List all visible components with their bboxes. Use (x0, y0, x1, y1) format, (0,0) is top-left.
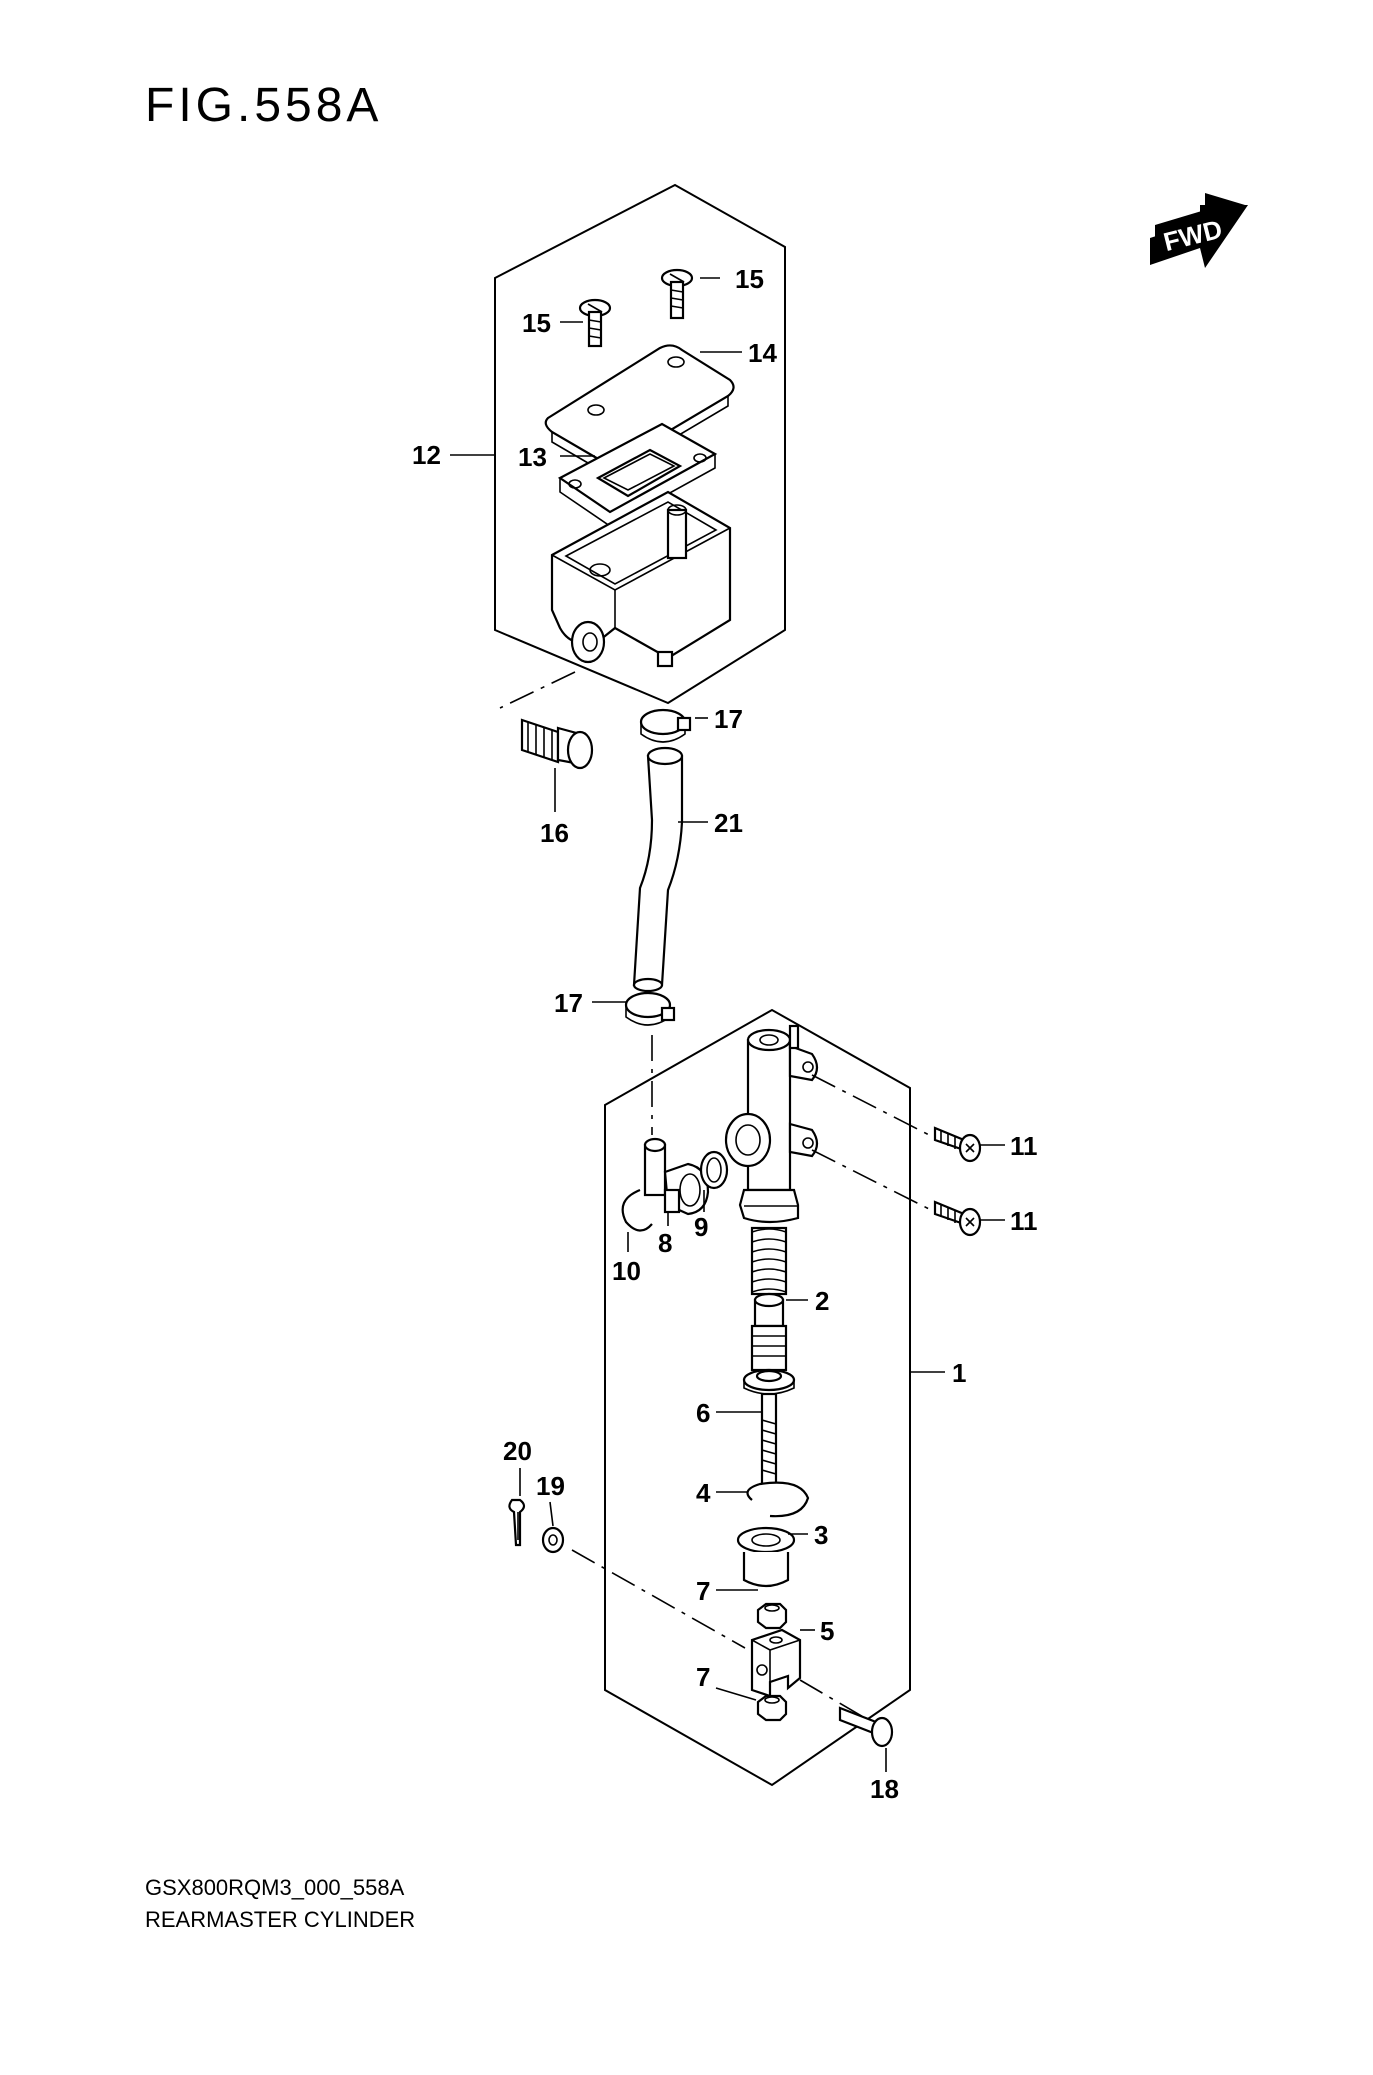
fwd-arrow-icon: FWD (1150, 193, 1248, 268)
callout-3: 3 (814, 1520, 828, 1550)
lock-nut-upper (756, 1602, 788, 1630)
callout-2: 2 (815, 1286, 829, 1316)
callout-5: 5 (820, 1616, 834, 1646)
callout-21: 21 (714, 808, 743, 838)
cap-screw-right (660, 268, 694, 320)
leader-dash-bolt (499, 671, 576, 709)
leader-dash-washer (571, 1549, 746, 1649)
callout-8: 8 (658, 1228, 672, 1258)
cotter-pin (508, 1498, 526, 1547)
leader-dash-screw-upper (811, 1074, 936, 1139)
callout-15-right: 15 (735, 264, 764, 294)
mounting-screw-upper (933, 1126, 982, 1163)
callout-leaders (450, 277, 1005, 1772)
diagram-code: GSX800RQM3_000_558A (145, 1875, 405, 1900)
reservoir-body (550, 490, 732, 668)
reservoir-group-outline (494, 183, 786, 705)
leader-dash-screw-lower (811, 1149, 936, 1213)
diaphragm-plate (557, 422, 718, 527)
washer (541, 1526, 565, 1554)
callout-19: 19 (536, 1471, 565, 1501)
figure-title: FIG.558A (145, 79, 383, 132)
dust-boot (736, 1526, 796, 1588)
callout-6: 6 (696, 1398, 710, 1428)
callout-13: 13 (518, 442, 547, 472)
circlip-rod (746, 1481, 810, 1518)
callout-11-upper: 11 (1010, 1131, 1038, 1161)
leader-dash-pin (799, 1679, 866, 1719)
mounting-bolt (520, 718, 594, 770)
callout-16: 16 (540, 818, 569, 848)
mounting-screw-lower (933, 1200, 982, 1237)
callout-4: 4 (696, 1478, 711, 1508)
hose (632, 746, 684, 993)
callout-7-lower: 7 (696, 1662, 710, 1692)
hose-clamp-top (639, 708, 692, 743)
callout-20: 20 (503, 1436, 532, 1466)
clevis-joint (750, 1628, 802, 1698)
lock-nut-lower (756, 1694, 788, 1722)
master-cylinder-body (724, 1024, 819, 1224)
inlet-fitting (643, 1137, 710, 1216)
callout-10: 10 (612, 1256, 641, 1286)
callout-11-lower: 11 (1010, 1206, 1038, 1236)
push-rod (742, 1368, 796, 1486)
piston-spring-assembly (750, 1226, 788, 1372)
callout-14: 14 (748, 338, 777, 368)
callout-17-bottom: 17 (554, 988, 583, 1018)
diagram-name: REARMASTER CYLINDER (145, 1907, 416, 1932)
callout-15-left: 15 (522, 308, 551, 338)
callout-12: 12 (412, 440, 441, 470)
callout-7-upper: 7 (696, 1576, 710, 1606)
hose-clamp-bottom (624, 991, 676, 1026)
o-ring (699, 1150, 729, 1190)
clevis-pin (838, 1706, 894, 1748)
callout-9: 9 (694, 1212, 708, 1242)
callout-18: 18 (870, 1774, 899, 1804)
circlip-inlet (621, 1188, 653, 1232)
callout-17-top: 17 (714, 704, 743, 734)
master-cylinder-group-outline (604, 1008, 911, 1787)
cap-screw-left (578, 298, 612, 348)
callout-1: 1 (952, 1358, 966, 1388)
